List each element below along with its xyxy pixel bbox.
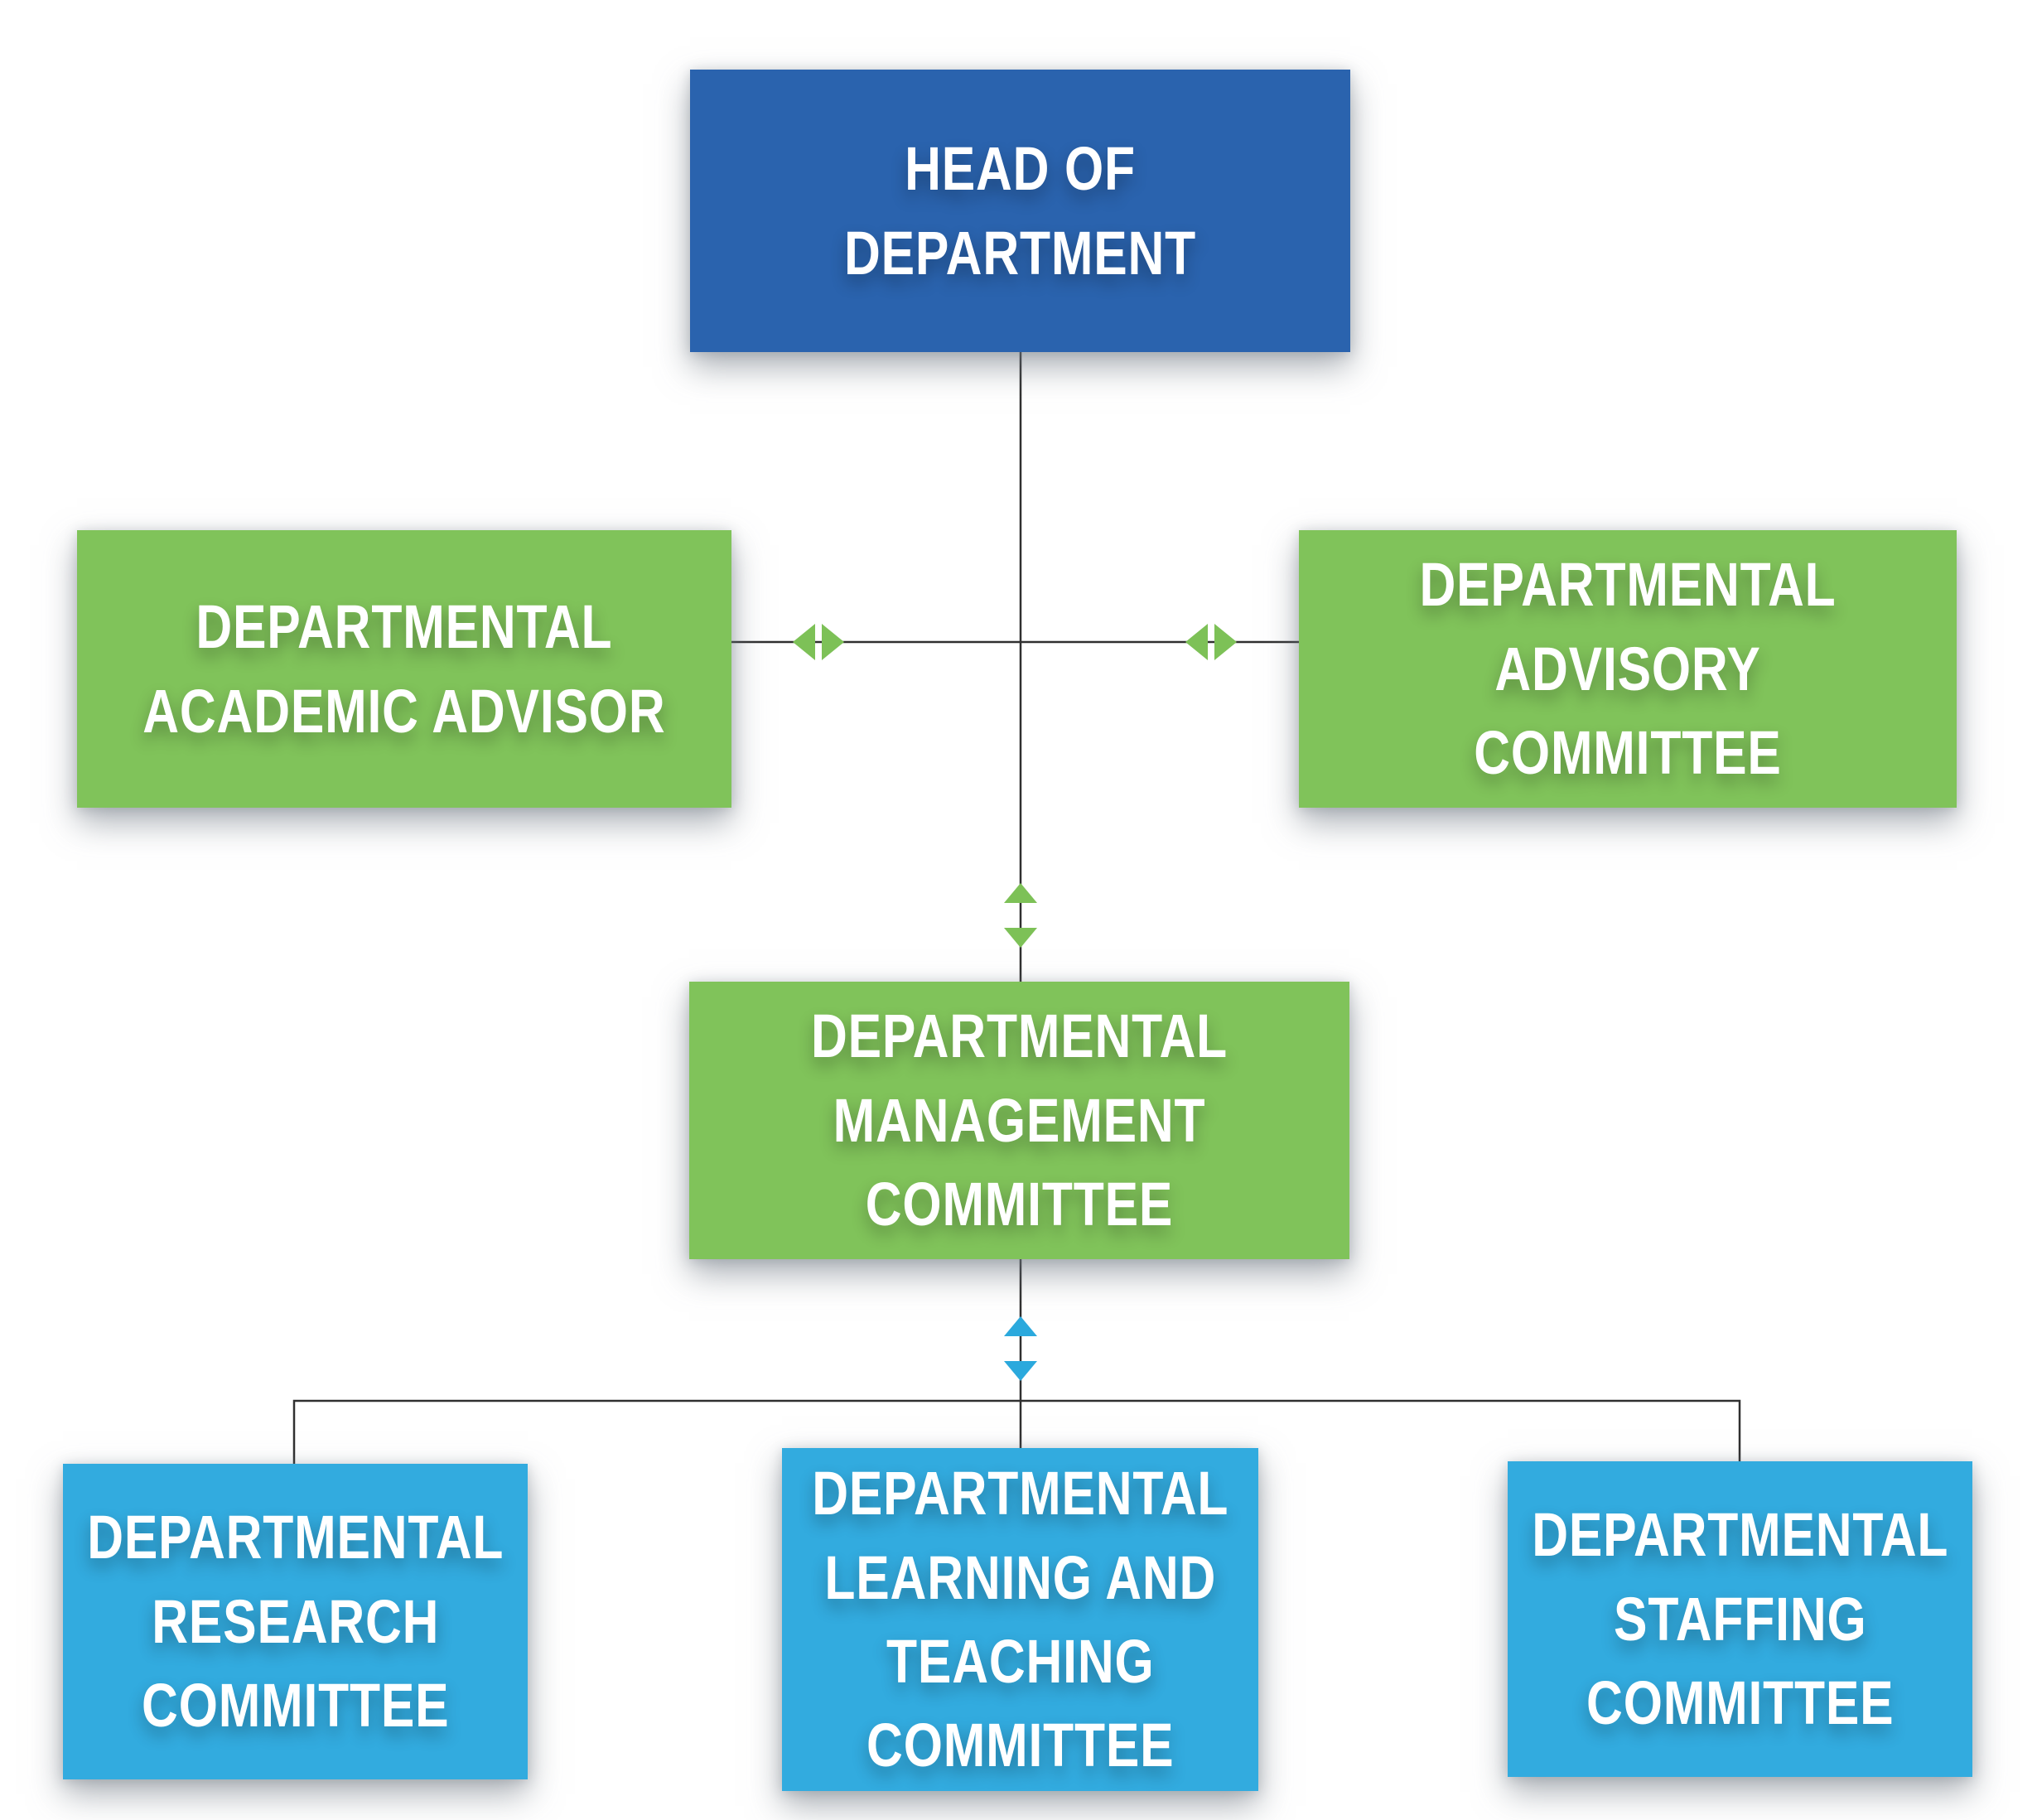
left-arrow-icon [1185,624,1208,660]
right-arrow-icon [1214,624,1237,660]
node-departmental-management-committee: DEPARTMENTAL MANAGEMENT COMMITTEE [689,982,1349,1259]
node-departmental-advisory-committee: DEPARTMENTAL ADVISORY COMMITTEE [1299,530,1957,808]
node-label: DEPARTMENTAL LEARNING AND TEACHING COMMI… [811,1459,1229,1780]
node-label: DEPARTMENTAL ACADEMIC ADVISOR [142,592,666,746]
down-arrow-icon [1004,928,1037,948]
node-head-of-department: HEAD OF DEPARTMENT [690,70,1350,352]
node-departmental-learning-and-teaching-committee: DEPARTMENTAL LEARNING AND TEACHING COMMI… [782,1448,1258,1791]
node-label: HEAD OF DEPARTMENT [843,134,1197,287]
node-label: DEPARTMENTAL STAFFING COMMITTEE [1531,1500,1949,1738]
up-arrow-icon [1004,1316,1037,1336]
node-label: DEPARTMENTAL ADVISORY COMMITTEE [1419,550,1837,788]
bottom-bracket-connector [292,1399,1741,1464]
down-arrow-icon [1004,1361,1037,1381]
node-label: DEPARTMENTAL RESEARCH COMMITTEE [86,1503,504,1740]
left-arrow-icon [793,624,815,660]
node-departmental-academic-advisor: DEPARTMENTAL ACADEMIC ADVISOR [77,530,731,808]
up-arrow-icon [1004,883,1037,903]
node-departmental-research-committee: DEPARTMENTAL RESEARCH COMMITTEE [63,1464,528,1779]
node-label: DEPARTMENTAL MANAGEMENT COMMITTEE [810,1002,1228,1239]
node-departmental-staffing-committee: DEPARTMENTAL STAFFING COMMITTEE [1508,1461,1972,1777]
right-arrow-icon [822,624,844,660]
